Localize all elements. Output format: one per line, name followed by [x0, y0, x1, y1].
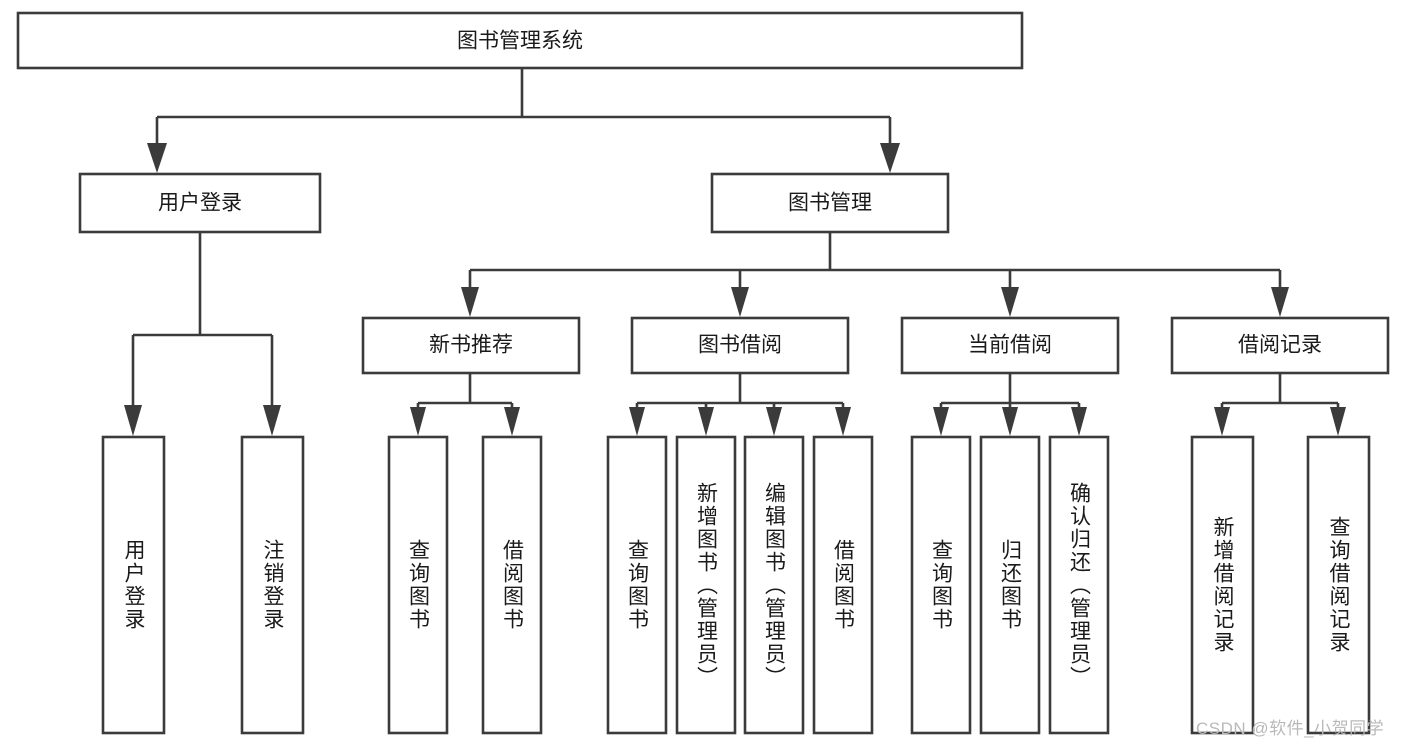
arrow-head-bookmanage-to-new-book: [461, 287, 479, 317]
arrow-head-userlogin-leaf-2: [263, 405, 281, 436]
node-new-book-recommend[interactable]: 新书推荐: [361, 316, 581, 375]
node-root-box: [16, 11, 1024, 70]
arrow-head-newbook-leaf-1: [410, 407, 426, 436]
node-book-management-label: 图书管理: [788, 192, 872, 215]
node-new-book-recommend-box: [361, 316, 581, 375]
node-current-borrow-label: 当前借阅: [968, 334, 1052, 357]
leaf-box-current-borrow-1[interactable]: [910, 435, 972, 735]
node-book-borrow[interactable]: 图书借阅: [630, 316, 850, 375]
node-current-borrow-box: [900, 316, 1120, 375]
node-borrow-record-label: 借阅记录: [1238, 334, 1322, 357]
leaf-box-book-borrow-1[interactable]: [606, 435, 668, 735]
leaf-box-current-borrow-3[interactable]: [1048, 435, 1110, 735]
arrow-head-userlogin-leaf-1: [124, 405, 142, 436]
node-new-book-recommend-label: 新书推荐: [429, 334, 513, 357]
leaf-box-new-book-1[interactable]: [387, 435, 449, 735]
arrow-head-newbook-leaf-2: [504, 407, 520, 436]
leaf-box-current-borrow-2[interactable]: [979, 435, 1041, 735]
csdn-watermark: CSDN @软件_小贺同学: [1196, 719, 1385, 738]
arrow-head-currentborrow-leaf-3: [1071, 407, 1087, 436]
node-book-management-box: [710, 172, 950, 234]
leaf-box-new-book-2[interactable]: [481, 435, 543, 735]
arrow-head-bookborrow-leaf-4: [835, 407, 851, 436]
node-user-login-box: [78, 172, 322, 234]
leaf-box-borrow-record-1[interactable]: [1190, 435, 1255, 735]
node-root-label: 图书管理系统: [457, 30, 583, 53]
leaf-box-user-login-2[interactable]: [240, 435, 305, 735]
arrow-head-bookborrow-leaf-1: [629, 407, 645, 436]
node-borrow-record[interactable]: 借阅记录: [1170, 316, 1390, 375]
arrow-head-currentborrow-leaf-1: [933, 407, 949, 436]
connector-group-book-manage: [461, 233, 1289, 317]
connector-group-current-borrow: [933, 373, 1087, 436]
arrow-head-root-to-user-login: [147, 143, 167, 173]
arrow-head-borrowrecord-leaf-1: [1214, 407, 1230, 436]
node-user-login-label: 用户登录: [158, 192, 242, 215]
leaf-box-borrow-record-2[interactable]: [1306, 435, 1371, 735]
arrow-head-bookmanage-to-book-borrow: [731, 287, 749, 317]
node-book-borrow-label: 图书借阅: [698, 334, 782, 357]
arrow-head-bookmanage-to-current-borrow: [1001, 287, 1019, 317]
connector-group-root: [147, 68, 900, 173]
arrow-head-bookmanage-to-borrow-record: [1271, 287, 1289, 317]
connector-group-new-book: [410, 373, 520, 436]
arrow-head-borrowrecord-leaf-2: [1330, 407, 1346, 436]
arrow-head-bookborrow-leaf-3: [766, 407, 782, 436]
node-current-borrow[interactable]: 当前借阅: [900, 316, 1120, 375]
leaf-box-user-login-1[interactable]: [101, 435, 166, 735]
leaf-box-book-borrow-3[interactable]: [743, 435, 805, 735]
arrow-head-currentborrow-leaf-2: [1002, 407, 1018, 436]
node-root-book-management-system[interactable]: 图书管理系统: [16, 11, 1024, 70]
node-book-borrow-box: [630, 316, 850, 375]
arrow-head-root-to-book-manage: [880, 143, 900, 173]
leaf-box-book-borrow-2[interactable]: [675, 435, 737, 735]
connector-group-borrow-record: [1214, 373, 1346, 436]
node-book-management[interactable]: 图书管理: [710, 172, 950, 234]
node-borrow-record-box: [1170, 316, 1390, 375]
connector-group-book-borrow: [629, 373, 851, 436]
leaf-box-book-borrow-4[interactable]: [812, 435, 874, 735]
arrow-head-bookborrow-leaf-2: [698, 407, 714, 436]
connector-group-user-login: [124, 233, 281, 436]
node-user-login[interactable]: 用户登录: [78, 172, 322, 234]
